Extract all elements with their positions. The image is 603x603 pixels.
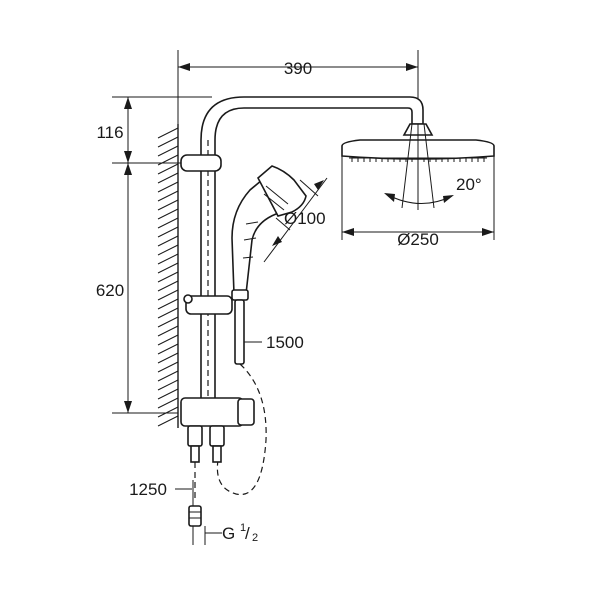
- dim-620-label: 620: [96, 281, 124, 300]
- tilt-angle-indicator: 20°: [384, 123, 482, 210]
- head-diameter-dimension: Ø250: [341, 156, 495, 249]
- hand-shower: [231, 165, 307, 301]
- wall-hatch-line: [157, 370, 179, 382]
- wall-hatch-line: [157, 352, 179, 364]
- wall-hatch-line: [157, 271, 179, 283]
- wall-hatch-line: [157, 388, 179, 400]
- wall-hatch-line: [157, 235, 179, 247]
- wall-hatch-line: [157, 172, 179, 184]
- wall-hatch-line: [157, 397, 179, 409]
- wall-hatch-line: [157, 181, 179, 193]
- angle-label: 20°: [456, 175, 482, 194]
- wall-hatch-line: [157, 307, 179, 319]
- wall-hatch-line: [157, 253, 179, 265]
- wall-hatch-line: [157, 379, 179, 391]
- thread-slash: /: [245, 524, 250, 543]
- hand-diameter-dimension: Ø100: [263, 177, 328, 263]
- thread-numerator: 1: [240, 522, 246, 534]
- dim-1250-label: 1250: [129, 480, 167, 499]
- wall: [157, 124, 179, 428]
- wall-hatch-line: [157, 334, 179, 346]
- wall-hatch-line: [157, 199, 179, 211]
- width-dimension: 390: [177, 50, 419, 124]
- lower-wall-bracket-diverter: [180, 397, 255, 427]
- wall-hatch-line: [157, 145, 179, 157]
- dim-100-label: Ø100: [284, 209, 326, 228]
- wall-hatch-line: [157, 406, 179, 418]
- wall-hatch-line: [157, 316, 179, 328]
- vertical-dimension: 116 620: [96, 96, 212, 414]
- wall-hatch-line: [157, 190, 179, 202]
- hand-shower-holder: [183, 294, 233, 315]
- wall-hatch-line: [157, 136, 179, 148]
- dim-116-label: 116: [96, 123, 123, 142]
- thread-denominator: 2: [252, 532, 258, 544]
- wall-hatch-line: [157, 127, 179, 139]
- upper-wall-bracket: [180, 154, 222, 172]
- wall-hatch-line: [157, 226, 179, 238]
- shower-hose: 1500: [216, 299, 304, 496]
- supply-connections: 1250 G 1 / 2: [129, 425, 258, 545]
- wall-hatch-line: [157, 163, 179, 175]
- dim-1500-label: 1500: [266, 333, 304, 352]
- wall-hatch-line: [157, 244, 179, 256]
- dim-390-label: 390: [284, 59, 312, 78]
- wall-hatch-line: [157, 325, 179, 337]
- thread-prefix: G: [222, 524, 235, 543]
- wall-hatch-line: [157, 289, 179, 301]
- wall-hatch-line: [157, 343, 179, 355]
- wall-hatch-line: [157, 361, 179, 373]
- wall-hatch-line: [157, 280, 179, 292]
- wall-hatch-line: [157, 208, 179, 220]
- wall-hatch-line: [157, 298, 179, 310]
- wall-hatch-line: [157, 415, 179, 427]
- wall-hatch-line: [157, 217, 179, 229]
- wall-hatch-line: [157, 262, 179, 274]
- dim-250-label: Ø250: [397, 230, 439, 249]
